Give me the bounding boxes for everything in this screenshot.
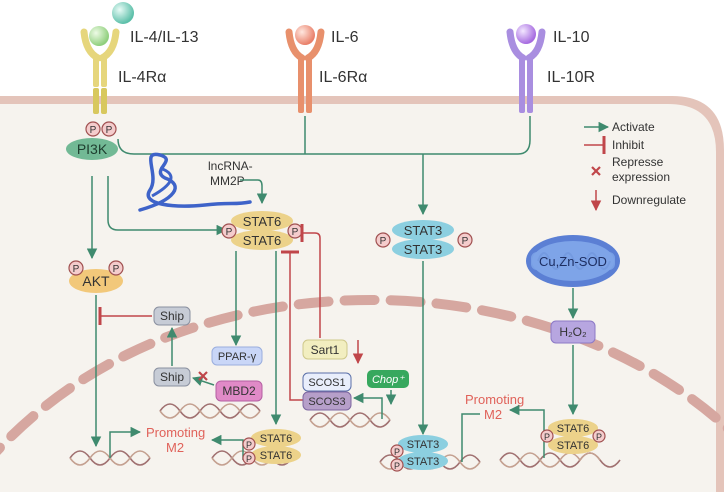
svg-text:Cu,Zn-SOD: Cu,Zn-SOD — [539, 254, 607, 269]
svg-text:STAT3: STAT3 — [407, 439, 440, 451]
repress-cross-icon — [198, 371, 208, 381]
ship-node-lower: Ship — [153, 367, 191, 387]
stat6-dimer-nuclear: STAT6 STAT6 P P — [242, 429, 301, 465]
legend-repress-label-2: expression — [612, 170, 670, 184]
scos3-node: SCOS3 — [302, 391, 352, 411]
svg-text:P: P — [246, 440, 252, 450]
il10-receptor-label: IL-10R — [547, 69, 595, 86]
il6-receptor — [285, 25, 325, 113]
svg-text:P: P — [246, 454, 252, 464]
svg-text:PI3K: PI3K — [77, 141, 108, 157]
svg-text:Ship: Ship — [160, 370, 184, 384]
svg-text:Ship: Ship — [160, 309, 184, 323]
svg-text:Sart1: Sart1 — [311, 343, 340, 357]
svg-text:P: P — [380, 236, 387, 247]
sart1-inhibits-stat6 — [300, 224, 321, 338]
promoting-m2-right-line1: Promoting — [465, 392, 524, 407]
stat6-right-to-m2-arrow — [508, 404, 545, 458]
svg-text:SCOS3: SCOS3 — [308, 396, 345, 408]
dna-helix-4 — [309, 412, 391, 428]
svg-text:P: P — [462, 236, 469, 247]
legend-repress-icon — [591, 166, 601, 176]
svg-text:PPAR-γ: PPAR-γ — [218, 351, 257, 363]
pi3k-to-stat6-arrow — [107, 176, 228, 236]
lncrna-icon — [138, 152, 252, 212]
svg-text:P: P — [113, 264, 120, 275]
lncrna-label-2: MM2P — [210, 174, 245, 188]
svg-text:Chop⁺: Chop⁺ — [372, 374, 405, 386]
mitochondrion-icon: Cu,Zn-SOD — [526, 235, 620, 287]
ppar-node: PPAR-γ — [211, 346, 263, 366]
svg-text:STAT6: STAT6 — [243, 233, 282, 248]
il6-receptor-label: IL-6Rα — [319, 69, 367, 86]
legend-inhibit-label: Inhibit — [612, 138, 645, 152]
mbd2-node: MBD2 — [215, 380, 263, 402]
dna-helix-2 — [159, 403, 261, 419]
stat6-dimer: STAT6 STAT6 P P — [221, 211, 303, 250]
promoting-m2-mid-arrow — [210, 434, 244, 460]
svg-text:MBD2: MBD2 — [222, 384, 256, 398]
akt-node: AKT P P — [68, 260, 124, 293]
svg-text:SCOS1: SCOS1 — [308, 377, 345, 389]
stat3-dimer: STAT3 STAT3 P P — [375, 220, 473, 259]
svg-text:STAT3: STAT3 — [407, 456, 440, 468]
scos3-inhibits-stat6 — [281, 250, 303, 401]
svg-text:P: P — [106, 125, 113, 136]
svg-text:P: P — [394, 461, 400, 471]
chop-node: Chop⁺ — [367, 370, 409, 388]
il4-receptor — [80, 2, 134, 114]
legend-repress-label-1: Represse — [612, 155, 664, 169]
svg-text:P: P — [596, 432, 602, 442]
legend-down-label: Downregulate — [612, 193, 686, 207]
dna-to-scos-arrow — [352, 392, 383, 419]
lncrna-label-1: lncRNA- — [208, 159, 253, 173]
h2o2-node: H₂O₂ — [550, 320, 596, 344]
receptor-convergence-line — [117, 116, 531, 155]
stat6-dimer-nuclear-right: STAT6 STAT6 P P — [540, 419, 606, 454]
svg-text:STAT6: STAT6 — [557, 440, 590, 452]
promoting-m2-left-arrow — [109, 426, 142, 458]
promoting-m2-left-line1: Promoting — [146, 425, 205, 440]
ship-node-upper: Ship — [153, 306, 191, 326]
nuclear-envelope — [0, 294, 724, 455]
svg-text:P: P — [90, 125, 97, 136]
promoting-m2-right-arrow — [461, 413, 480, 462]
svg-text:STAT3: STAT3 — [404, 242, 443, 257]
il10-receptor — [506, 24, 546, 113]
svg-text:AKT: AKT — [82, 273, 110, 289]
svg-text:P: P — [73, 264, 80, 275]
svg-text:STAT6: STAT6 — [260, 450, 293, 462]
svg-text:STAT6: STAT6 — [243, 214, 282, 229]
promoting-m2-left-line2: M2 — [166, 440, 184, 455]
pi3k-node: PI3K — [66, 138, 118, 160]
scos1-node: SCOS1 — [302, 372, 352, 392]
svg-text:P: P — [394, 447, 400, 457]
lncrna-arrow — [240, 179, 268, 205]
legend-activate-label: Activate — [612, 120, 655, 134]
sart1-node: Sart1 — [302, 339, 348, 360]
svg-text:P: P — [544, 432, 550, 442]
legend: Activate Inhibit Represse expression Dow… — [584, 120, 686, 212]
svg-text:STAT3: STAT3 — [404, 223, 443, 238]
stat3-dimer-nuclear: STAT3 STAT3 P P — [390, 435, 448, 472]
il4-receptor-phospho: P P — [85, 121, 117, 137]
dna-helix-6 — [499, 452, 621, 468]
mbd2-represses-ship — [192, 376, 215, 386]
svg-text:STAT6: STAT6 — [557, 423, 590, 435]
svg-text:P: P — [226, 227, 233, 238]
il10-ligand-label: IL-10 — [553, 29, 590, 46]
il4-receptor-label: IL-4Rα — [118, 69, 166, 86]
promoting-m2-right-line2: M2 — [484, 407, 502, 422]
svg-text:H₂O₂: H₂O₂ — [559, 325, 587, 339]
il6-ligand-label: IL-6 — [331, 29, 359, 46]
svg-text:STAT6: STAT6 — [260, 433, 293, 445]
il4-ligand-label: IL-4/IL-13 — [130, 29, 199, 46]
svg-text:P: P — [292, 227, 299, 238]
